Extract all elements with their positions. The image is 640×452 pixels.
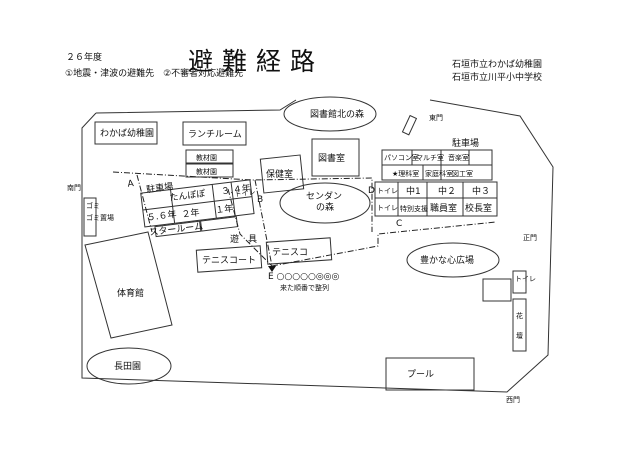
sendan-forest	[279, 182, 371, 224]
evacuation-route	[112, 171, 497, 267]
junior-high-block	[374, 181, 498, 217]
material-room-1	[185, 149, 234, 164]
library-north-forest-label: 図書館北の森	[310, 108, 364, 120]
multi-room-label: マルチ室	[416, 153, 444, 162]
nagata-garden-label: 長田園	[114, 361, 141, 372]
elementary-buildings: A 駐車場 たんぽぽ ３.４年 ５.６年 トイレ ２年 １年 スタールーム	[127, 179, 256, 238]
health-room-building	[259, 154, 305, 194]
point-c: C	[396, 219, 402, 229]
jh3-label: 中３	[472, 185, 490, 197]
library-north-forest	[283, 96, 377, 132]
gym-label: 体育館	[117, 287, 144, 299]
pool-label: プール	[407, 369, 434, 380]
front-gate-label: 正門	[523, 234, 537, 242]
east-gate-label: 東門	[429, 113, 443, 122]
sendan-forest-label-1: センダン	[306, 190, 342, 202]
toilet-d-label: トイレ	[377, 187, 398, 195]
page-title: 避難経路	[188, 47, 325, 76]
west-gate-label: 西門	[506, 396, 520, 404]
garbage-label-top: ゴミ	[86, 201, 100, 210]
sendan-forest-label-2: の森	[316, 201, 334, 213]
flowerbed-label-1: 花	[516, 311, 523, 320]
science-room-label: ★理科室	[392, 169, 419, 178]
yutaka-square-label: 豊かな心広場	[420, 254, 474, 266]
grade34-label: ３.４年	[220, 182, 251, 198]
toilet-c-label: トイレ	[377, 204, 398, 212]
point-a: A	[127, 179, 135, 190]
east-gate	[401, 114, 418, 136]
jh1-label: 中1	[406, 185, 421, 197]
material-room-2	[185, 163, 234, 178]
library-building	[311, 138, 360, 177]
toilet-e-label: トイレ	[515, 275, 536, 283]
music-room-label: 音楽室	[448, 153, 469, 162]
fiscal-year: ２６年度	[66, 53, 103, 63]
nagata-garden	[86, 347, 172, 385]
tennis-court-2-label: テニスコ	[272, 247, 308, 258]
flowerbed-label-2: 壇	[516, 331, 523, 340]
principal-room-label: 校長室	[465, 202, 492, 214]
east-small-building	[482, 278, 512, 302]
south-gate-label: 南門	[67, 183, 81, 192]
art-room-label: 図工室	[452, 169, 473, 178]
yutaka-square	[406, 242, 500, 278]
lunchroom-label: ランチルーム	[188, 129, 242, 140]
tanpopo-label: たんぽぽ	[169, 188, 206, 203]
parking-north-label: 駐車場	[452, 137, 479, 149]
material-room-1-label: 教材園	[196, 153, 217, 162]
school-name-kindergarten: 石垣市立わかば幼稚園	[452, 60, 543, 70]
pool	[385, 357, 475, 391]
tennis-court-1	[195, 245, 263, 273]
lunchroom-building	[182, 121, 247, 146]
toilet-w-label: トイレ	[234, 188, 256, 198]
grade56-label: ５.６年	[146, 208, 177, 224]
kindergarten-label: わかば幼稚園	[100, 127, 154, 139]
kindergarten-building	[94, 121, 158, 145]
staff-room-label: 職員室	[430, 202, 457, 214]
special-support-label: 特別支援	[400, 204, 428, 213]
line-up-note: 来た順番で整列	[280, 283, 329, 292]
computer-room-label: パソコン室	[384, 153, 419, 162]
gym-building	[84, 231, 173, 339]
parking-west-label: 駐車場	[146, 180, 174, 195]
assembly-point-e: E ○○○○○◎◎◎	[268, 272, 340, 282]
tennis-court-1-label: テニスコート	[202, 255, 256, 266]
jh2-label: 中２	[438, 185, 456, 197]
garbage-label: ゴミ置場	[86, 213, 114, 222]
home-ec-room-label: 家庭科室	[425, 169, 453, 178]
perimeter-main	[81, 99, 554, 393]
school-name-elementary-junior: 石垣市立川平小中学校	[452, 73, 543, 83]
playground-label: 遊 具	[230, 233, 257, 245]
library-label: 図書室	[318, 152, 345, 164]
grade1-label: １年	[215, 202, 234, 216]
health-room-label: 保健室	[266, 168, 293, 180]
tennis-court-2	[265, 237, 333, 265]
point-b: B	[257, 195, 263, 205]
garbage-area	[83, 197, 97, 237]
toilet-e	[512, 270, 527, 294]
grade2-label: ２年	[181, 206, 200, 220]
evacuation-purpose: ①地震・津波の避難先 ②不審者対応避難先	[65, 69, 244, 79]
flowerbed	[512, 298, 527, 352]
material-room-2-label: 教材園	[196, 167, 217, 176]
assembly-arrow	[268, 266, 276, 272]
perimeter-north-west	[95, 99, 297, 114]
